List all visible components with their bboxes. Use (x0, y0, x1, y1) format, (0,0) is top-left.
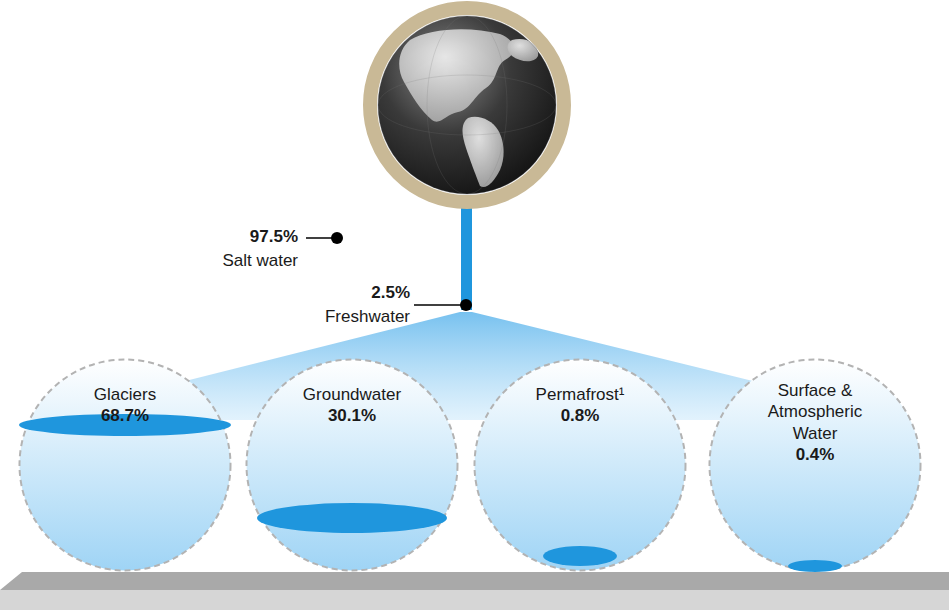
continents (399, 29, 538, 187)
globe-grid (378, 16, 556, 194)
circle-shape (475, 360, 686, 571)
circle-shape (710, 360, 921, 571)
category-name: Groundwater (303, 384, 401, 405)
circle-shape (20, 360, 231, 571)
category-label: Freshwater (325, 307, 410, 327)
platform-top (0, 572, 949, 590)
water-level (257, 503, 447, 533)
globe-grid (378, 75, 556, 135)
circle-text: Glaciers68.7% (40, 358, 210, 427)
globe-grid (427, 16, 507, 194)
percentage-label: 97.5% (250, 227, 298, 247)
freshwater-stem (461, 200, 472, 310)
salt-water-ring (370, 8, 564, 202)
leader-line (306, 237, 332, 239)
water-circle: Groundwater30.1% (245, 358, 459, 572)
water-level (543, 546, 617, 566)
circle-shape (247, 360, 458, 571)
water-level (788, 560, 842, 572)
platform-front (0, 590, 949, 610)
circle-text: Permafrost¹0.8% (495, 358, 665, 427)
leader-dot (460, 299, 472, 311)
leader-line (414, 304, 462, 306)
percentage: 30.1% (328, 405, 376, 426)
water-circle: Permafrost¹0.8% (473, 358, 687, 572)
percentage: 0.4% (796, 444, 835, 465)
leader-dot (331, 232, 343, 244)
water-circle: Surface & Atmospheric Water0.4% (708, 358, 922, 572)
percentage-label: 2.5% (371, 283, 410, 303)
percentage: 68.7% (101, 405, 149, 426)
category-name: Glaciers (94, 384, 156, 405)
percentage: 0.8% (561, 405, 600, 426)
water-circle: Glaciers68.7% (18, 358, 232, 572)
category-name: Permafrost¹ (536, 384, 625, 405)
category-name: Surface & Atmospheric Water (745, 380, 885, 444)
globe (378, 16, 556, 194)
circle-text: Groundwater30.1% (267, 358, 437, 427)
category-label: Salt water (222, 251, 298, 271)
circle-text: Surface & Atmospheric Water0.4% (745, 358, 885, 465)
